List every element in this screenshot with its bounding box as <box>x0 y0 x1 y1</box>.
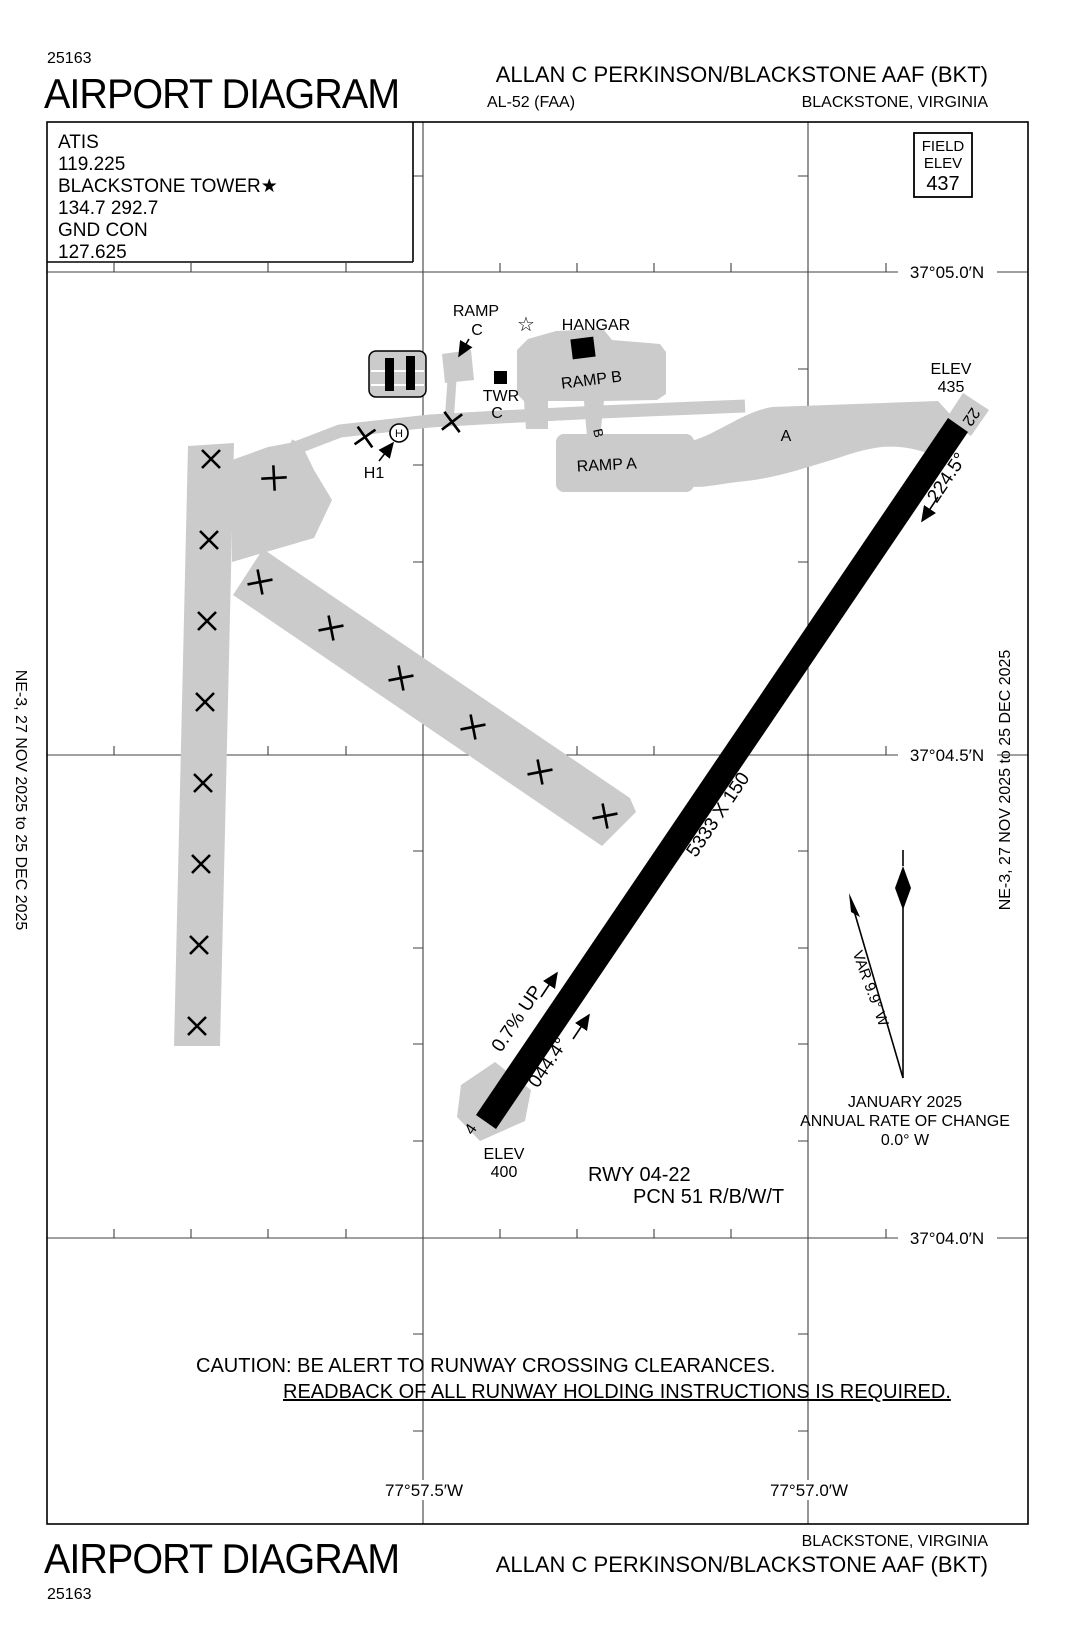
h1-label: H1 <box>364 465 385 482</box>
helipad-circle <box>389 423 409 443</box>
graticule-labels: 37°05.0′N 37°04.5′N 37°04.0′N 77°57.5′W … <box>385 263 984 1500</box>
annotation-arrows <box>378 338 939 1040</box>
lat-label-1: 37°05.0′N <box>910 263 984 282</box>
gradient-arrow <box>540 971 558 998</box>
building-1 <box>385 358 394 391</box>
hangar-symbol <box>570 336 596 360</box>
lon-label-2: 77°57.0′W <box>770 1481 848 1500</box>
apron-outline <box>368 350 427 398</box>
comm-atis-label: ATIS <box>58 132 99 153</box>
comm-tower-freq: 134.7 292.7 <box>58 198 158 219</box>
elev-22-label: ELEV <box>931 361 972 378</box>
magvar-rate-value: 0.0° W <box>881 1132 930 1149</box>
taxiway-c-a <box>290 399 746 456</box>
pavement-group <box>174 329 989 1141</box>
ramp-b-pavement <box>517 329 666 437</box>
runway-info-1: RWY 04-22 <box>588 1164 691 1186</box>
elev-22-value: 435 <box>938 379 965 396</box>
city-state-bottom: BLACKSTONE, VIRGINIA <box>801 1533 988 1550</box>
closed-runway-diagonal <box>233 549 636 846</box>
comm-gnd-freq: 127.625 <box>58 242 127 263</box>
field-elev-box <box>913 132 973 198</box>
heading-224-arrow <box>921 496 939 523</box>
beacon-icon: ☆ <box>517 314 535 336</box>
tower-symbol <box>494 371 507 384</box>
magnetic-north-barb <box>849 893 860 917</box>
west-apron <box>368 350 427 398</box>
lon-label-1: 77°57.5′W <box>385 1481 463 1500</box>
hangar-label: HANGAR <box>562 317 630 334</box>
ramp-c-pavement <box>442 350 474 383</box>
runway-04-22 <box>476 418 968 1129</box>
runway-info-2: PCN 51 R/B/W/T <box>633 1186 784 1208</box>
lat-label-2: 37°04.5′N <box>910 746 984 765</box>
magvar-symbol <box>849 850 911 1079</box>
field-elev: FIELD ELEV 437 <box>922 138 965 195</box>
taxiway-a-label: A <box>781 428 792 445</box>
field-elev-l1: FIELD <box>922 138 965 155</box>
ramp-c-stub <box>444 379 457 424</box>
comm-tower-label: BLACKSTONE TOWER★ <box>58 176 278 197</box>
airport-name-bottom: ALLAN C PERKINSON/BLACKSTONE AAF (BKT) <box>495 1552 988 1577</box>
caution-line-1: CAUTION: BE ALERT TO RUNWAY CROSSING CLE… <box>196 1355 775 1377</box>
ramp-a-label: RAMP A <box>576 455 637 475</box>
chart-border <box>46 121 1029 1525</box>
comm-box-border <box>47 122 414 263</box>
caution-line-2: READBACK OF ALL RUNWAY HOLDING INSTRUCTI… <box>283 1381 951 1403</box>
magvar-text: VAR 9.9° W JANUARY 2025 ANNUAL RATE OF C… <box>800 948 1010 1149</box>
comm-box: ATIS 119.225 BLACKSTONE TOWER★ 134.7 292… <box>58 132 278 263</box>
h1-arrow <box>378 441 394 462</box>
ramp-c-arrow <box>458 338 473 358</box>
taxiway-a-fan <box>688 401 958 487</box>
city-state-top: BLACKSTONE, VIRGINIA <box>801 94 988 111</box>
field-elev-value: 437 <box>926 173 959 195</box>
comm-atis-freq: 119.225 <box>58 154 125 175</box>
helipad-h: H <box>395 428 403 440</box>
closed-runway-junction <box>232 441 332 562</box>
caution-block: CAUTION: BE ALERT TO RUNWAY CROSSING CLE… <box>196 1355 951 1403</box>
comm-gnd-label: GND CON <box>58 220 148 241</box>
magvar-date: JANUARY 2025 <box>848 1094 962 1111</box>
taxiway-b-label: B <box>590 427 606 439</box>
magvar-rate-label: ANNUAL RATE OF CHANGE <box>800 1113 1010 1130</box>
closed-runway-north-south <box>174 443 234 1046</box>
elev-04-label: ELEV <box>484 1146 525 1163</box>
magnetic-north-line <box>849 896 904 1079</box>
var-label: VAR 9.9° W <box>849 948 892 1029</box>
page-title-top: AIRPORT DIAGRAM <box>44 70 400 117</box>
building-2 <box>406 356 415 390</box>
tower-label: TWR <box>483 388 519 405</box>
lat-label-3: 37°04.0′N <box>910 1229 984 1248</box>
page-title-bottom: AIRPORT DIAGRAM <box>44 1535 400 1582</box>
apron-lanes <box>371 370 424 386</box>
elev-04-value: 400 <box>491 1164 518 1181</box>
ramp-a-pavement <box>556 434 694 492</box>
field-elev-l2: ELEV <box>924 155 962 172</box>
true-north-diamond <box>895 866 911 910</box>
chart-number-top: 25163 <box>47 50 92 67</box>
heading-044-arrow <box>572 1013 590 1040</box>
ramp-c-label-1: RAMP <box>453 303 499 320</box>
airport-name-top: ALLAN C PERKINSON/BLACKSTONE AAF (BKT) <box>495 62 988 87</box>
lon-label-2-bg <box>774 1480 844 1500</box>
ramp-c-label-2: C <box>471 322 483 339</box>
procedure-id: AL-52 (FAA) <box>487 94 576 111</box>
chart-number-bottom: 25163 <box>47 1586 92 1603</box>
lon-label-1-bg <box>389 1480 459 1500</box>
taxiway-c-label: C <box>491 405 503 422</box>
lat-ticks <box>113 263 887 1238</box>
